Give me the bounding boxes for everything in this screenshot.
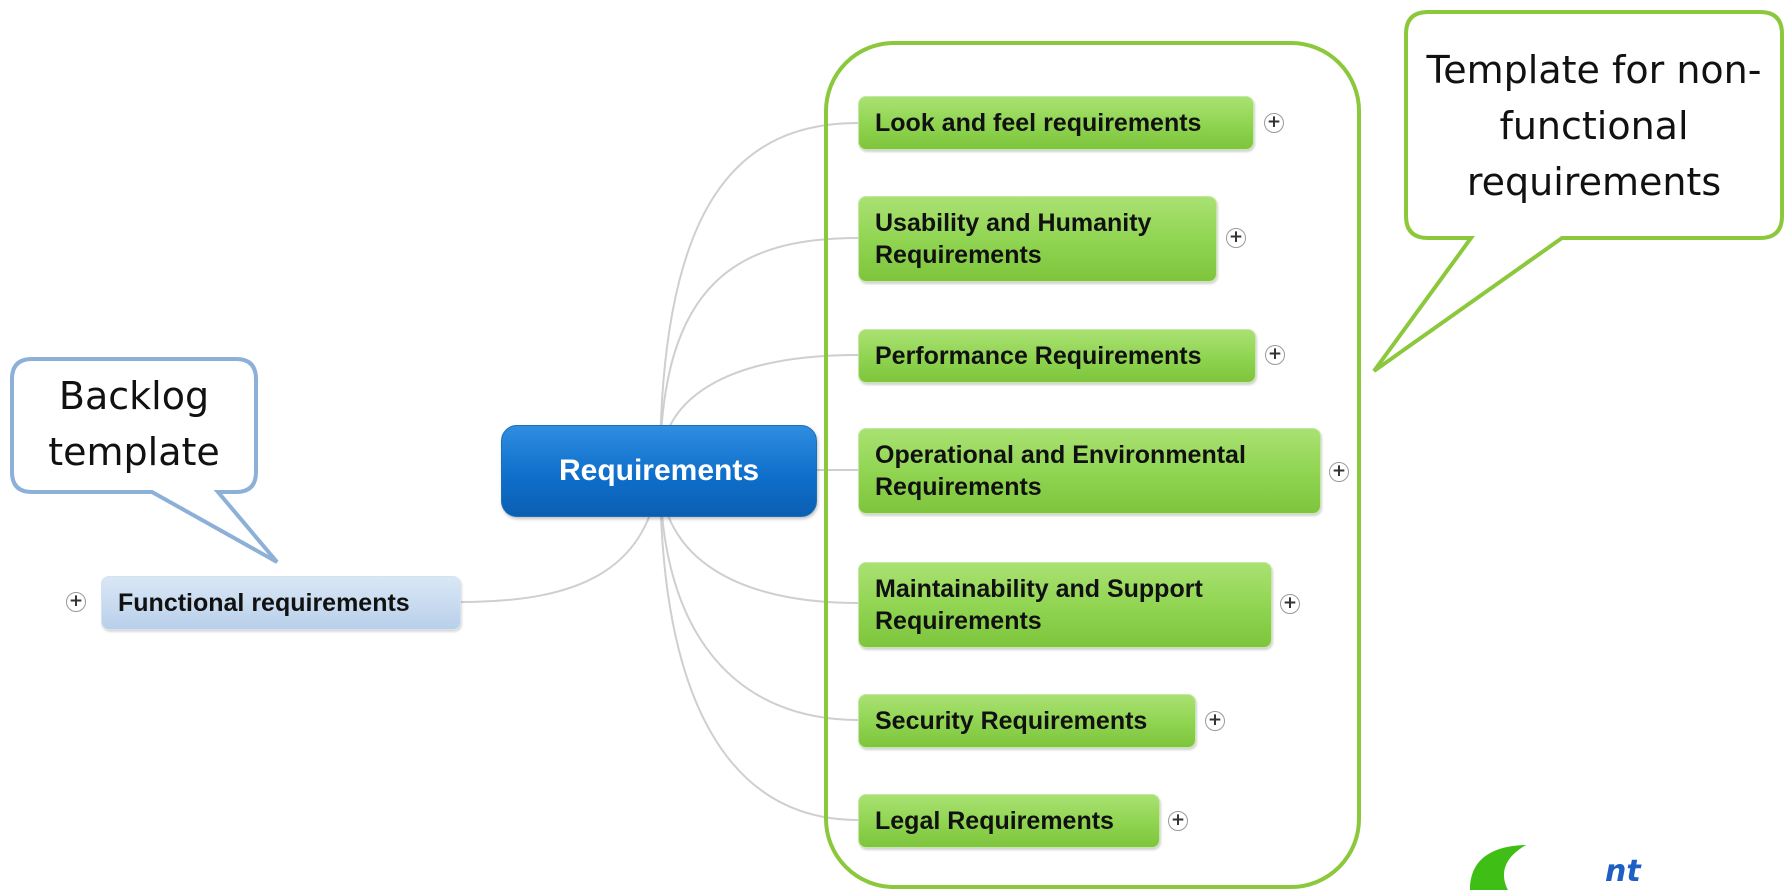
branch-node-label: Usability and Humanity Requirements: [875, 209, 1152, 269]
expand-security-icon[interactable]: +: [1205, 711, 1225, 731]
root-node-requirements[interactable]: Requirements: [501, 425, 817, 517]
branch-node-maintainability[interactable]: Maintainability and Support Requirements: [858, 562, 1272, 648]
non-functional-group-outline: [824, 41, 1361, 889]
branch-node-label: Legal Requirements: [875, 807, 1114, 835]
expand-maintainability-icon[interactable]: +: [1280, 594, 1300, 614]
branch-node-label: Operational and Environmental Requiremen…: [875, 441, 1246, 501]
expand-usability-icon[interactable]: +: [1226, 228, 1246, 248]
expand-performance-icon[interactable]: +: [1265, 345, 1285, 365]
logo-text: nt: [1605, 854, 1641, 889]
branch-node-security[interactable]: Security Requirements: [858, 694, 1196, 748]
logo-mark: [1470, 845, 1526, 890]
branch-node-performance[interactable]: Performance Requirements: [858, 329, 1256, 383]
branch-node-functional-requirements[interactable]: Functional requirements: [101, 576, 461, 630]
backlog-callout-text: Backlog template: [48, 374, 220, 474]
expand-look-and-feel-icon[interactable]: +: [1264, 113, 1284, 133]
expand-functional-requirements-icon[interactable]: +: [66, 592, 86, 612]
backlog-callout-bubble: [10, 357, 279, 564]
branch-node-look-and-feel[interactable]: Look and feel requirements: [858, 96, 1254, 150]
connector-security: [659, 469, 859, 721]
branch-node-label: Functional requirements: [118, 588, 410, 617]
expand-operational-icon[interactable]: +: [1329, 462, 1349, 482]
non-functional-callout-text: Template for non-functional requirements: [1426, 48, 1762, 204]
non-functional-callout-bubble: [1372, 10, 1784, 373]
branch-node-label: Performance Requirements: [875, 342, 1202, 370]
branch-node-operational[interactable]: Operational and Environmental Requiremen…: [858, 428, 1321, 514]
root-node-label: Requirements: [558, 454, 760, 487]
branch-node-label: Security Requirements: [875, 707, 1148, 735]
branch-node-usability[interactable]: Usability and Humanity Requirements: [858, 196, 1217, 282]
branch-node-label: Maintainability and Support Requirements: [875, 575, 1203, 635]
connector-usability: [659, 237, 859, 471]
branch-node-legal[interactable]: Legal Requirements: [858, 794, 1160, 848]
connector-look-and-feel: [659, 122, 859, 471]
branch-node-label: Look and feel requirements: [875, 109, 1202, 137]
connector-legal: [659, 469, 859, 821]
expand-legal-icon[interactable]: +: [1168, 811, 1188, 831]
